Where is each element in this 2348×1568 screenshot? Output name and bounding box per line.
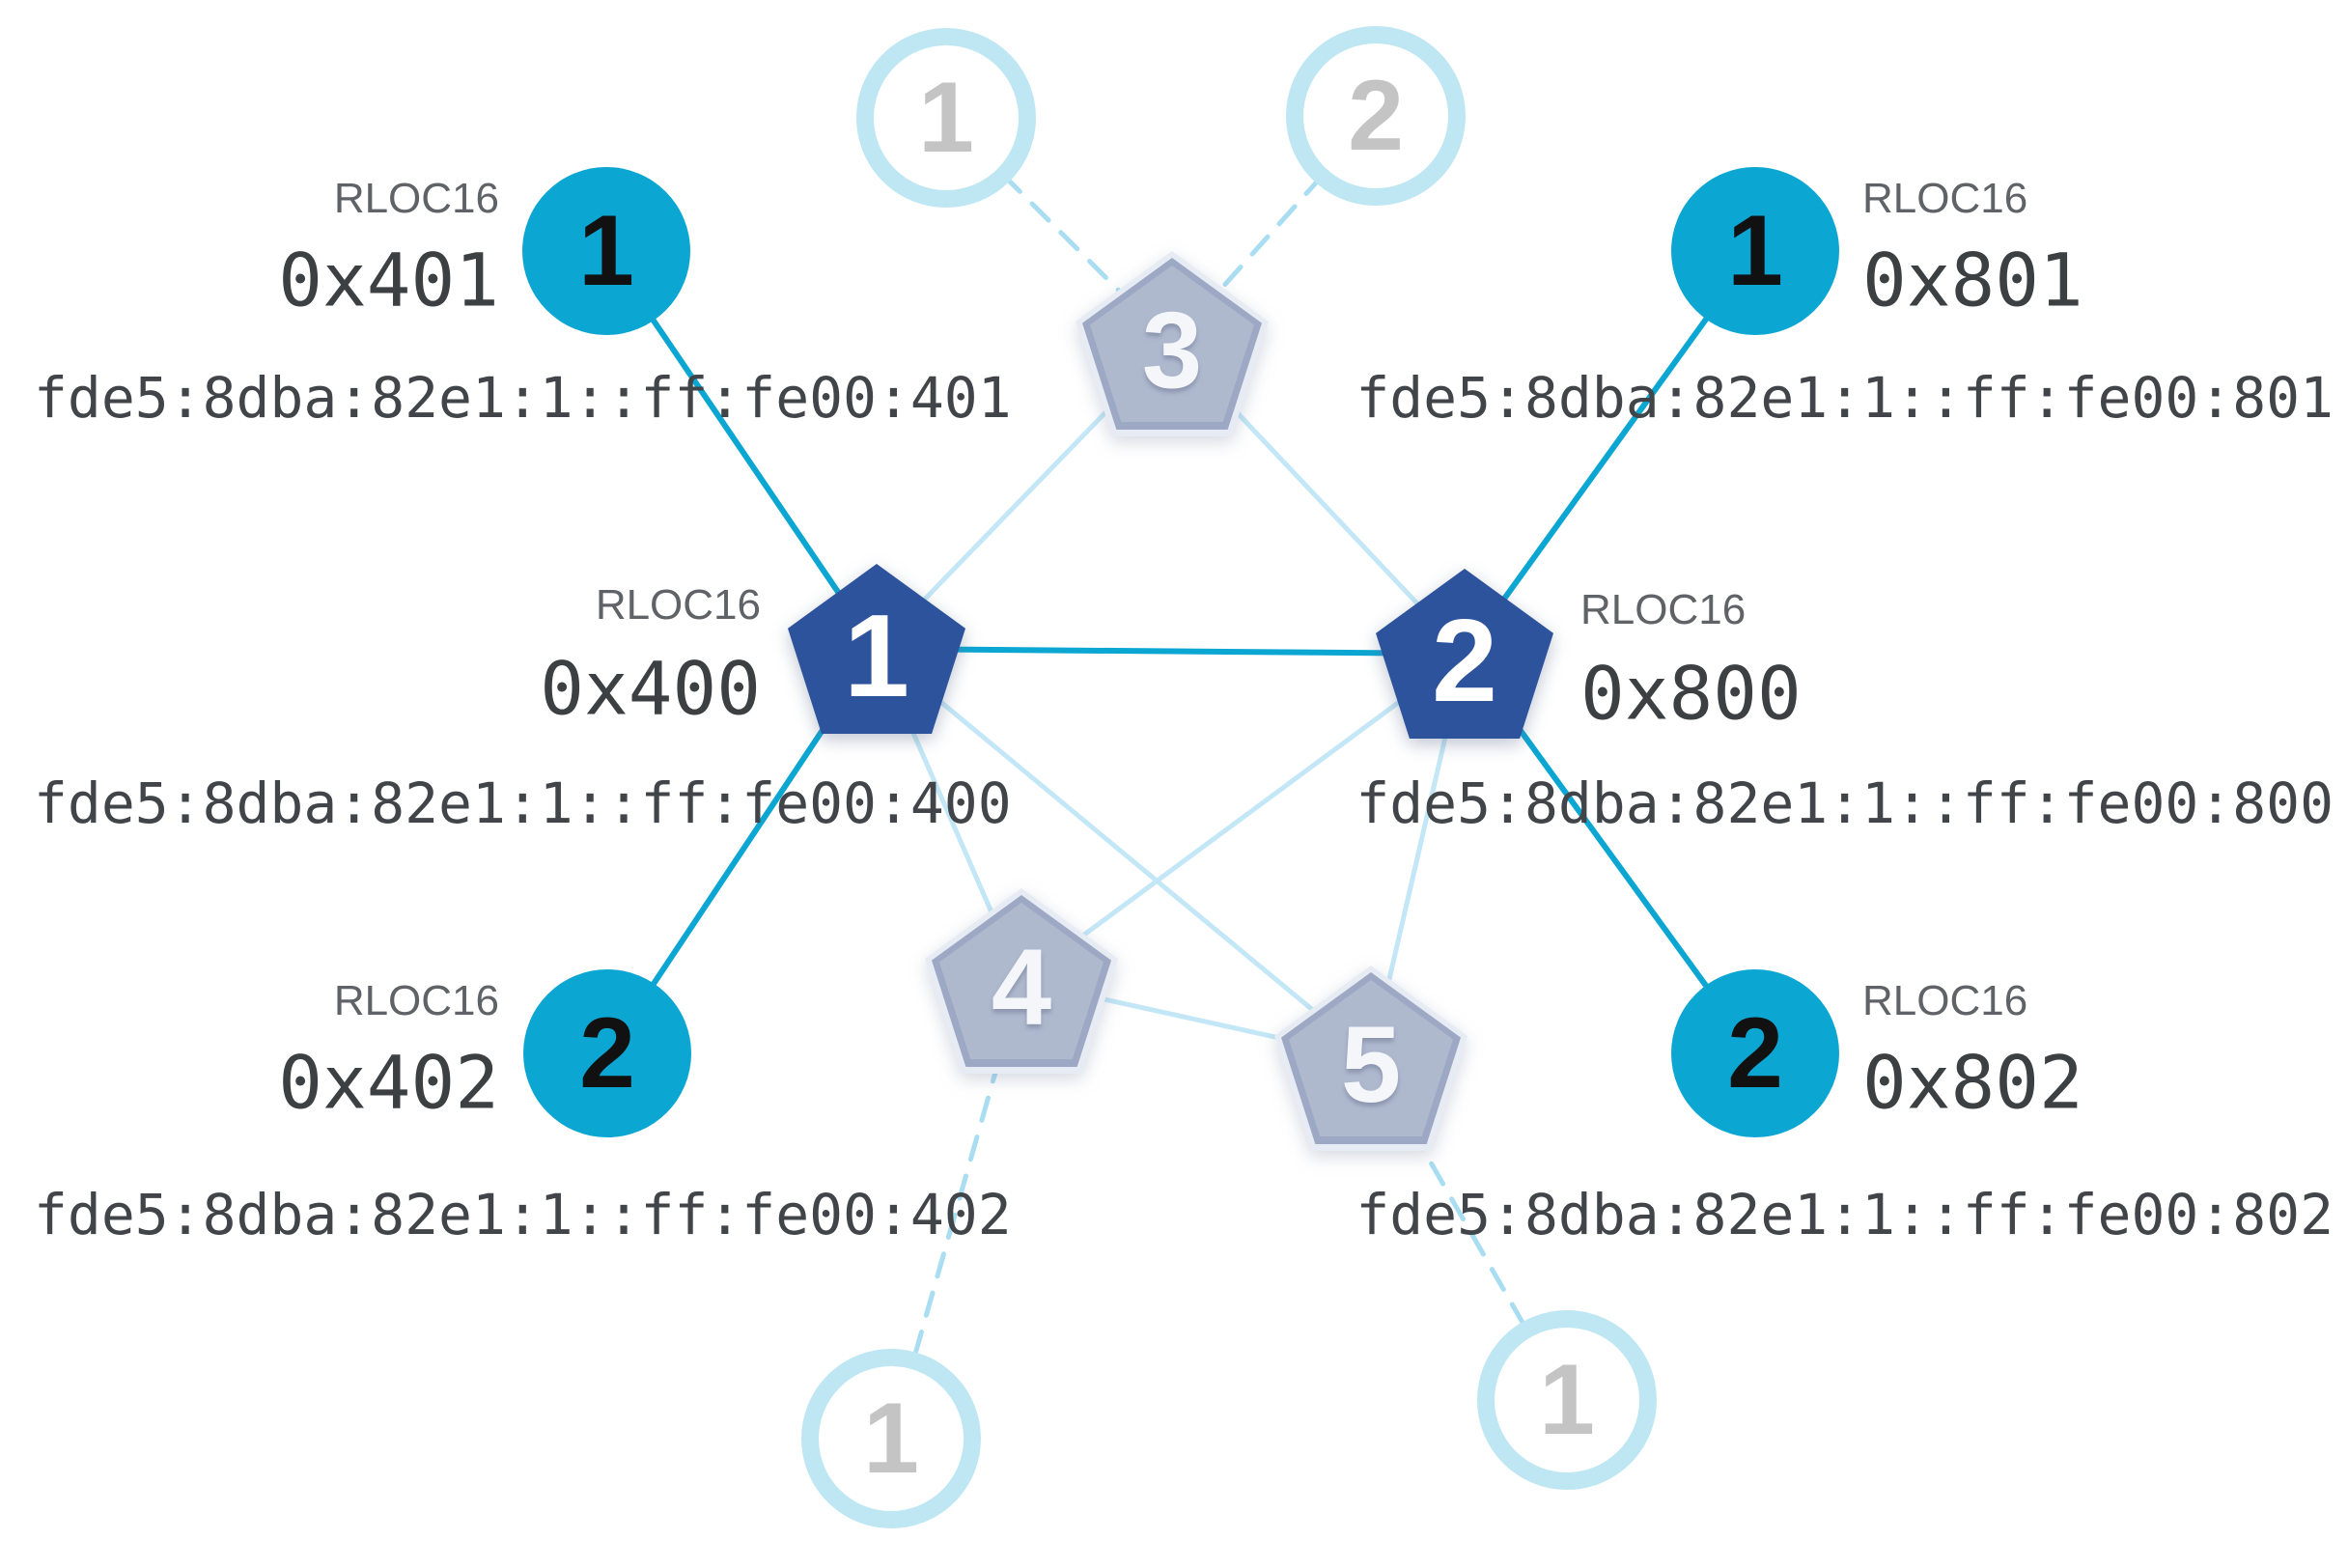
node-ghost-child-top-1: 1 bbox=[856, 28, 1036, 208]
node-number: 1 bbox=[918, 62, 974, 174]
rloc16-label-child-801: RLOC16 bbox=[1862, 175, 2028, 222]
node-router-1: 1 bbox=[788, 564, 965, 734]
node-number: 1 bbox=[844, 590, 909, 721]
node-number: 1 bbox=[1539, 1344, 1595, 1456]
node-number: 2 bbox=[1727, 997, 1783, 1109]
node-ghost-child-bottom-2: 1 bbox=[1477, 1310, 1657, 1490]
rloc16-label-child-802: RLOC16 bbox=[1862, 977, 2028, 1024]
ipv6-address: fde5:8dba:82e1:1::ff:fe00:802 bbox=[1356, 1182, 2334, 1247]
ipv6-address: fde5:8dba:82e1:1::ff:fe00:800 bbox=[1356, 770, 2334, 836]
rloc16-label-router-1: RLOC16 bbox=[595, 581, 761, 629]
rloc16-value-router-2: 0x800 bbox=[1580, 650, 1802, 737]
node-ghost-child-top-2: 2 bbox=[1286, 26, 1466, 206]
rloc16-value-child-401: 0x401 bbox=[278, 237, 499, 323]
node-child-801: 1 bbox=[1671, 167, 1839, 335]
node-number: 5 bbox=[1340, 1004, 1402, 1125]
link-router-1-router-5 bbox=[874, 646, 1374, 1061]
node-number: 2 bbox=[1432, 595, 1497, 726]
node-number: 4 bbox=[991, 927, 1052, 1048]
node-number: 1 bbox=[863, 1383, 919, 1495]
ipv6-address: fde5:8dba:82e1:1::ff:fe00:402 bbox=[34, 1182, 1012, 1247]
rloc16-value-child-402: 0x402 bbox=[278, 1039, 499, 1126]
rloc16-value-router-1: 0x400 bbox=[540, 645, 761, 732]
node-ghost-child-bottom-1: 1 bbox=[801, 1349, 981, 1528]
rloc16-value-child-802: 0x802 bbox=[1862, 1039, 2083, 1126]
rloc16-label-router-2: RLOC16 bbox=[1580, 586, 1747, 633]
rloc16-label-child-401: RLOC16 bbox=[333, 175, 499, 222]
node-number: 2 bbox=[579, 997, 635, 1109]
rloc16-value-child-801: 0x801 bbox=[1862, 237, 2083, 323]
node-router-3: 3 bbox=[1076, 251, 1269, 436]
ipv6-address: fde5:8dba:82e1:1::ff:fe00:400 bbox=[34, 770, 1012, 836]
node-child-802: 2 bbox=[1671, 969, 1839, 1137]
node-router-2: 2 bbox=[1376, 569, 1553, 739]
ipv6-address: fde5:8dba:82e1:1::ff:fe00:801 bbox=[1356, 365, 2334, 431]
ipv6-address: fde5:8dba:82e1:1::ff:fe00:401 bbox=[34, 365, 1012, 431]
node-number: 1 bbox=[1727, 195, 1783, 307]
node-number: 3 bbox=[1141, 290, 1203, 410]
node-child-402: 2 bbox=[523, 969, 691, 1137]
node-child-401: 1 bbox=[522, 167, 690, 335]
node-router-4: 4 bbox=[925, 888, 1118, 1074]
node-number: 2 bbox=[1348, 60, 1404, 172]
link-router-1-router-2 bbox=[874, 646, 1468, 657]
rloc16-label-child-402: RLOC16 bbox=[333, 977, 499, 1024]
node-router-5: 5 bbox=[1274, 966, 1468, 1151]
link-router-2-router-4 bbox=[1019, 651, 1468, 984]
node-number: 1 bbox=[578, 195, 634, 307]
